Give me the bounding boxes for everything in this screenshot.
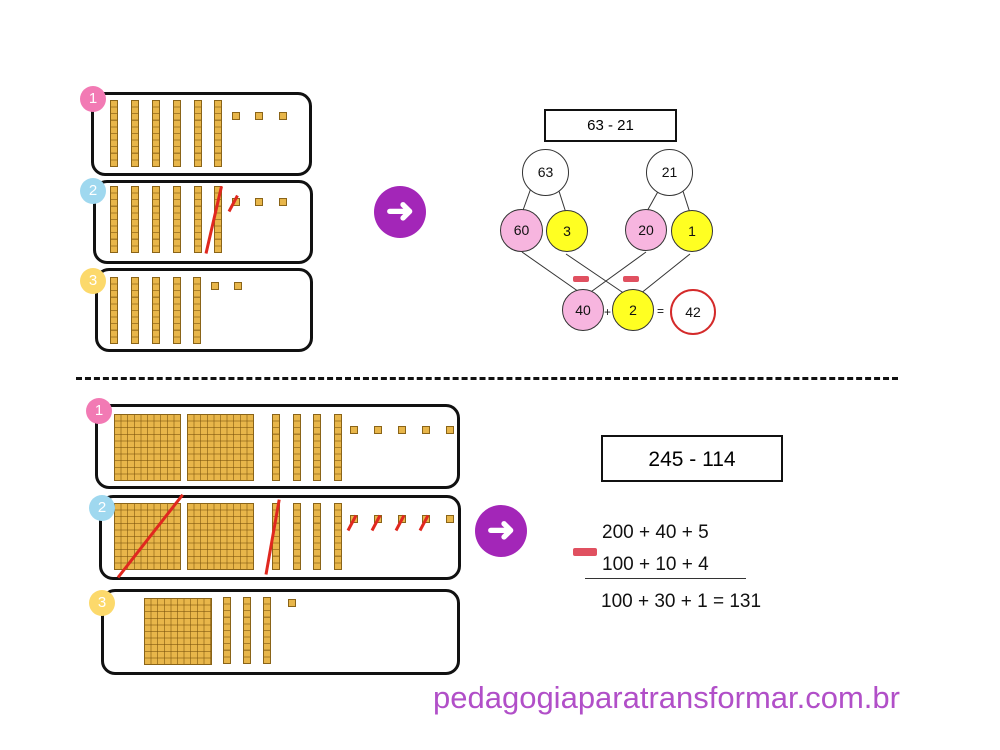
- unit-cube: [234, 282, 242, 290]
- connector-line: [557, 187, 567, 214]
- unit-cube: [446, 515, 454, 523]
- ten-rod: [313, 503, 321, 570]
- expanded-result: 100 + 30 + 1 = 131: [601, 591, 762, 612]
- ten-rod: [263, 597, 271, 664]
- left-ones-circle: 3: [546, 210, 588, 252]
- ten-rod: [110, 277, 118, 344]
- expanded-minuend: 200 + 40 + 5: [602, 522, 709, 543]
- result-tens-circle: 40: [562, 289, 604, 331]
- ten-rod: [131, 100, 139, 167]
- ten-rod: [152, 277, 160, 344]
- left-tens-circle: 60: [500, 209, 543, 252]
- connector-line: [521, 187, 532, 214]
- right-tens-circle: 20: [625, 209, 667, 251]
- step-badge-2: 2: [80, 178, 106, 204]
- ten-rod: [214, 100, 222, 167]
- step-badge-1: 1: [86, 398, 112, 424]
- bottom-expression-box: 245 - 114: [601, 435, 783, 482]
- unit-cube: [232, 112, 240, 120]
- unit-cube: [446, 426, 454, 434]
- right-arrow-icon: ➜: [475, 505, 527, 557]
- minus-sign-icon: [573, 548, 597, 556]
- ten-rod: [131, 186, 139, 253]
- ten-rod: [152, 186, 160, 253]
- connector-line: [521, 251, 583, 295]
- ten-rod: [194, 186, 202, 253]
- unit-cube: [350, 426, 358, 434]
- hundred-flat: [144, 598, 212, 665]
- hundred-flat: [187, 503, 254, 570]
- ten-rod: [110, 100, 118, 167]
- unit-cube: [279, 112, 287, 120]
- ten-rod: [131, 277, 139, 344]
- equals-sign: =: [657, 304, 665, 318]
- ten-rod: [313, 414, 321, 481]
- ten-rod: [223, 597, 231, 664]
- result-ones-circle: 2: [612, 289, 654, 331]
- minus-sign-icon: [623, 276, 639, 282]
- expanded-subtrahend: 100 + 10 + 4: [602, 554, 709, 575]
- top-expression-box: 63 - 21: [544, 109, 677, 142]
- unit-cube: [211, 282, 219, 290]
- hundred-flat: [114, 414, 181, 481]
- step-badge-3: 3: [80, 268, 106, 294]
- ten-rod: [293, 503, 301, 570]
- ten-rod: [334, 503, 342, 570]
- step-badge-1: 1: [80, 86, 106, 112]
- unit-cube: [255, 198, 263, 206]
- connector-line: [681, 187, 691, 214]
- ten-rod: [110, 186, 118, 253]
- unit-cube: [288, 599, 296, 607]
- connector-line: [639, 253, 691, 295]
- minus-sign-icon: [573, 276, 589, 282]
- ten-rod: [173, 186, 181, 253]
- unit-cube: [374, 426, 382, 434]
- unit-cube: [279, 198, 287, 206]
- left-root-circle: 63: [522, 149, 569, 196]
- unit-cube: [398, 426, 406, 434]
- ten-rod: [272, 414, 280, 481]
- ten-rod: [152, 100, 160, 167]
- site-watermark: pedagogiaparatransformar.com.br: [433, 680, 900, 715]
- top-box-2: [93, 180, 313, 264]
- unit-cube: [255, 112, 263, 120]
- plus-sign: +: [604, 305, 612, 319]
- unit-cube: [422, 426, 430, 434]
- section-divider: [76, 377, 898, 380]
- total-circle: 42: [670, 289, 716, 335]
- ten-rod: [243, 597, 251, 664]
- right-ones-circle: 1: [671, 210, 713, 252]
- connector-line: [565, 253, 626, 295]
- ten-rod: [173, 100, 181, 167]
- step-badge-2: 2: [89, 495, 115, 521]
- ten-rod: [173, 277, 181, 344]
- right-root-circle: 21: [646, 149, 693, 196]
- ten-rod: [293, 414, 301, 481]
- ten-rod: [194, 100, 202, 167]
- ten-rod: [193, 277, 201, 344]
- hundred-flat: [114, 503, 181, 570]
- hundred-flat: [187, 414, 254, 481]
- right-arrow-icon: ➜: [374, 186, 426, 238]
- connector-line: [587, 251, 647, 295]
- step-badge-3: 3: [89, 590, 115, 616]
- sum-rule-line: [585, 578, 746, 579]
- ten-rod: [334, 414, 342, 481]
